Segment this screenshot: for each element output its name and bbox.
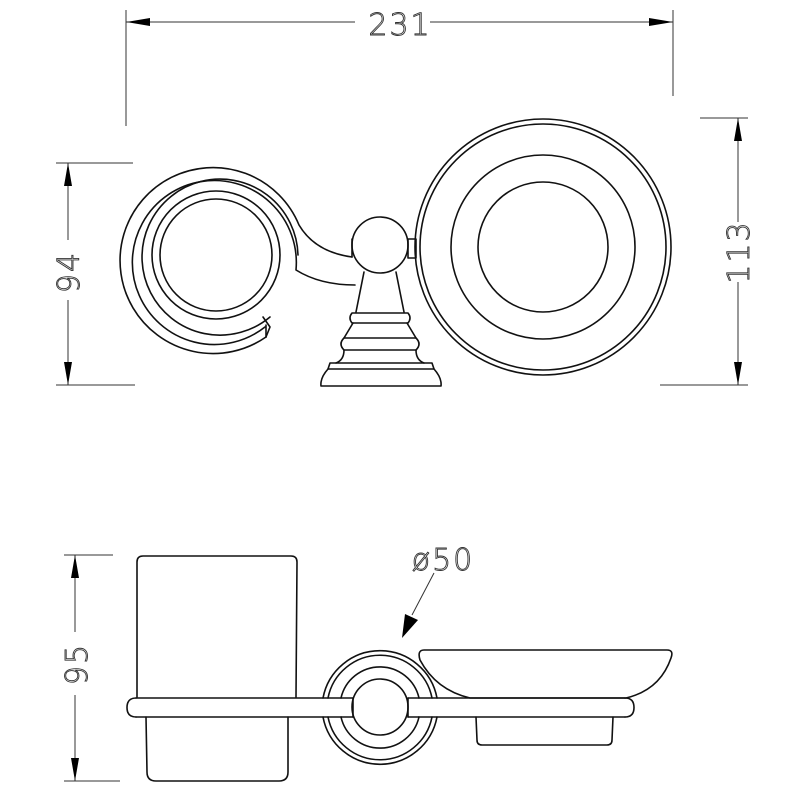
dimension-overall-width: 231 bbox=[125, 8, 674, 126]
soap-dish-front-view bbox=[418, 649, 673, 746]
dimension-left-height: 94 bbox=[52, 162, 135, 386]
dimension-label-113: 113 bbox=[722, 220, 757, 283]
dimension-label-231: 231 bbox=[368, 8, 431, 43]
arrow-head-icon bbox=[64, 163, 72, 186]
dimension-rosette-diameter: ø50 bbox=[402, 543, 475, 638]
arrow-head-icon bbox=[734, 118, 742, 141]
arrow-head-icon bbox=[734, 362, 742, 385]
arrow-head-icon bbox=[71, 758, 79, 781]
tumbler-ring-top-view bbox=[119, 166, 356, 355]
arrow-head-icon bbox=[649, 18, 673, 26]
dimension-label-94: 94 bbox=[52, 251, 87, 293]
dimension-label-diameter-50: ø50 bbox=[412, 543, 475, 578]
dimension-right-height: 113 bbox=[660, 117, 757, 386]
dimension-label-95: 95 bbox=[60, 643, 95, 685]
soap-dish-top-view bbox=[414, 118, 672, 376]
arrow-head-icon bbox=[64, 362, 72, 385]
arrow-head-icon bbox=[71, 555, 79, 578]
arrow-head-icon bbox=[126, 18, 150, 26]
support-bar-front-view bbox=[126, 697, 635, 718]
arrow-head-icon bbox=[402, 614, 418, 638]
wall-rosette-front-view bbox=[322, 649, 438, 766]
dimension-front-height: 95 bbox=[60, 554, 120, 782]
wall-post-top-view bbox=[320, 216, 442, 387]
tumbler-front-view bbox=[136, 555, 298, 782]
